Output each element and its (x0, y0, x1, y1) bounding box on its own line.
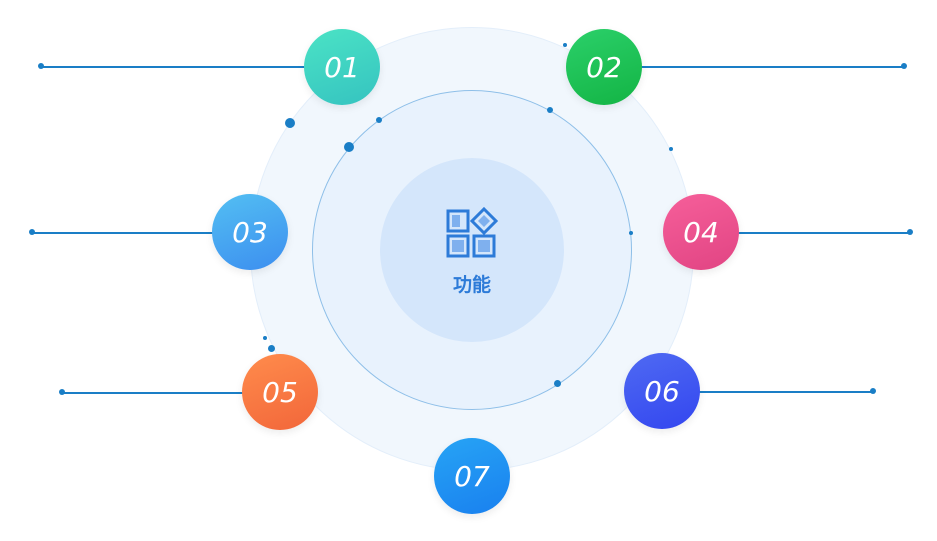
connector-line-06 (690, 391, 873, 393)
node-badge-03: 03 (212, 194, 288, 270)
ring-dot (547, 107, 553, 113)
connector-end-dot-04 (907, 229, 913, 235)
connector-end-dot-01 (38, 63, 44, 69)
ring-dot (669, 147, 673, 151)
connector-line-04 (730, 232, 910, 234)
grid-apps-icon (446, 207, 498, 258)
node-badge-07: 07 (434, 438, 510, 514)
connector-end-dot-03 (29, 229, 35, 235)
connector-end-dot-05 (59, 389, 65, 395)
ring-dot (268, 345, 275, 352)
ring-dot (563, 43, 567, 47)
connector-line-05 (62, 392, 252, 394)
connector-end-dot-02 (901, 63, 907, 69)
ring-dot (344, 142, 354, 152)
connector-end-dot-06 (870, 388, 876, 394)
center-label: 功能 (452, 275, 491, 296)
node-badge-06: 06 (624, 353, 700, 429)
ring-dot (554, 380, 561, 387)
connector-line-01 (41, 66, 311, 68)
connector-line-03 (32, 232, 222, 234)
ring-dot (263, 336, 267, 340)
connector-line-02 (636, 66, 904, 68)
ring-dot (376, 117, 382, 123)
node-badge-04: 04 (663, 194, 739, 270)
ring-dot (629, 231, 633, 235)
center-core (380, 158, 564, 342)
node-badge-01: 01 (304, 29, 380, 105)
node-badge-05: 05 (242, 354, 318, 430)
ring-dot (285, 118, 295, 128)
node-badge-02: 02 (566, 29, 642, 105)
